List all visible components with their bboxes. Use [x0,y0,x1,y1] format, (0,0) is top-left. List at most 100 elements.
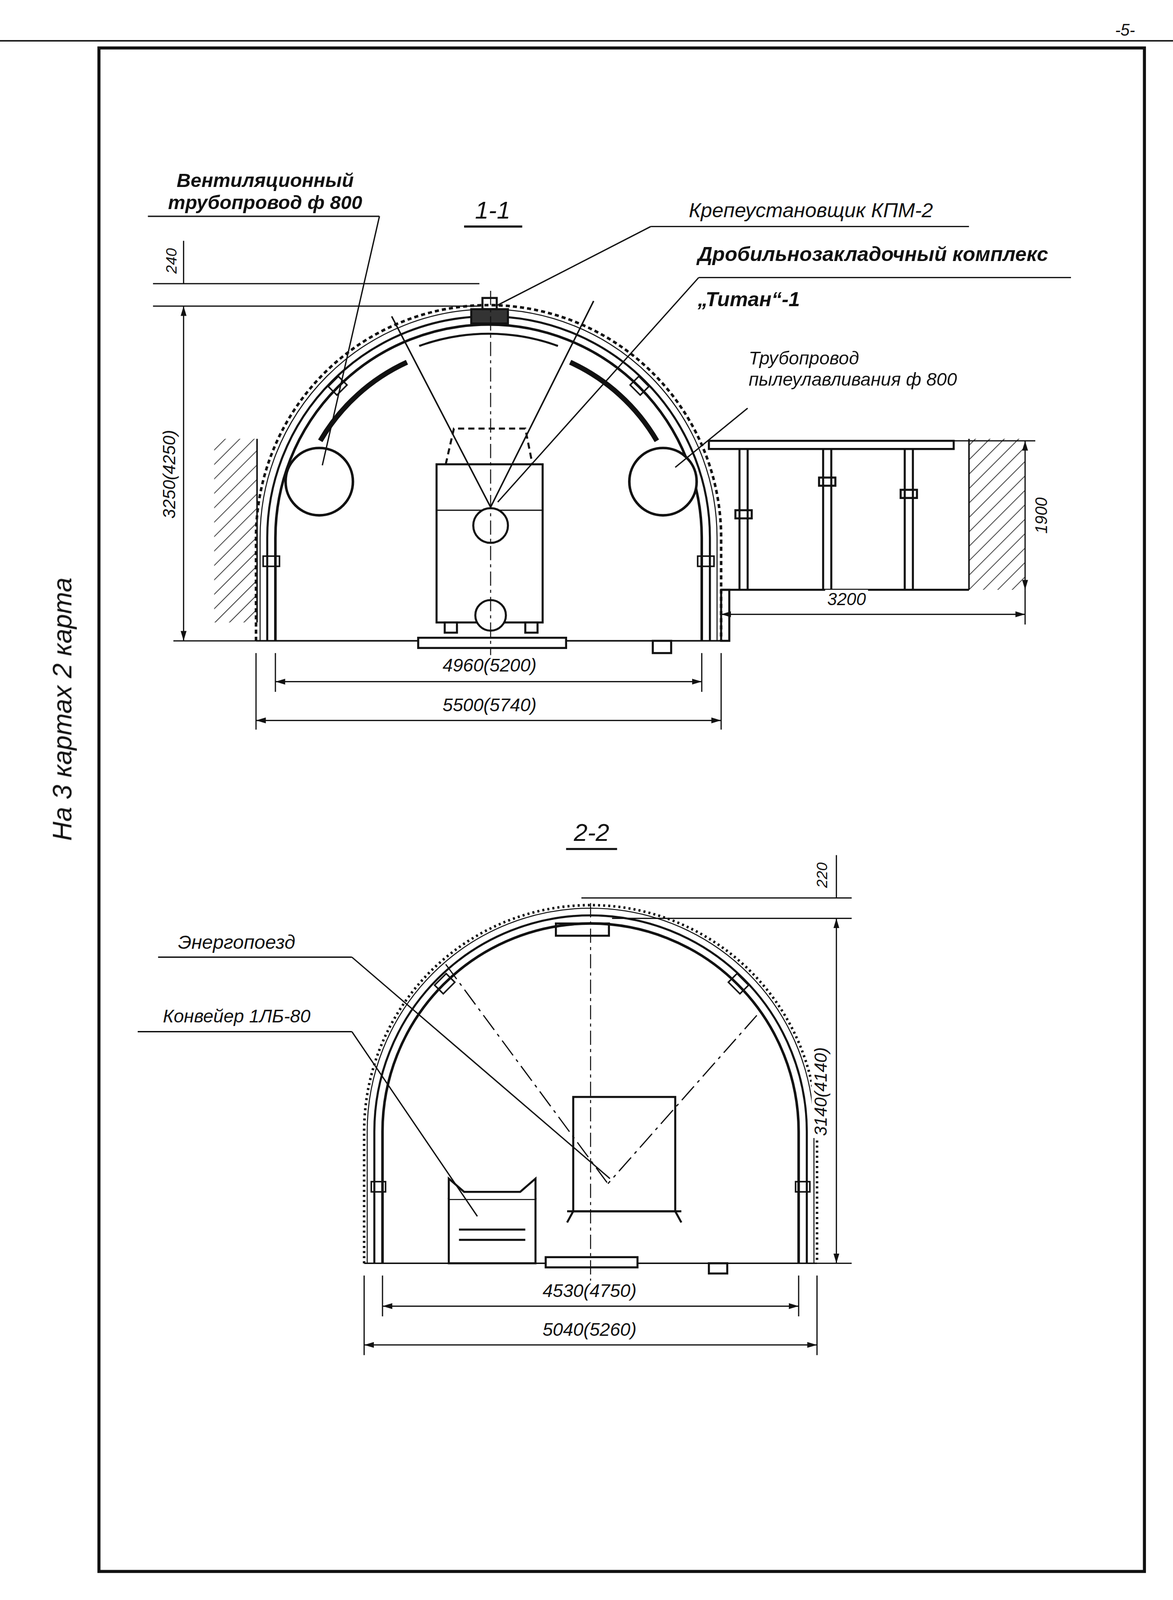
equipment [708,1262,728,1274]
sheet-frame [98,47,1145,1572]
dimension: 220 [813,860,831,891]
dimension-lines [182,240,185,284]
kpm-2-installer [482,297,498,310]
leader-lines [148,215,380,218]
arch-support [263,555,280,567]
dimension: 240 [162,246,181,277]
arch-support [795,1181,810,1192]
arch-support [371,1181,386,1192]
arch-support [328,376,348,396]
platform [903,448,907,590]
dimension-lines [274,652,277,692]
dimension-lines [153,283,480,285]
platform [721,589,730,641]
arch-support [256,305,722,641]
dimension-lines [798,1275,800,1317]
dimension: 4960(5200) [440,654,539,676]
arch-support [418,333,558,346]
equipment [607,1014,757,1184]
leader-lines [497,277,699,503]
leader-lines [322,216,380,466]
arch-support [697,555,714,567]
dimension: 4530(4750) [540,1280,639,1302]
titan-crusher [391,290,671,674]
arch-support [320,362,407,441]
leader-lines [675,408,748,468]
titan-crusher [525,622,538,633]
arch-support [256,305,722,641]
dimension-lines [581,897,852,899]
leader-lines [495,226,651,307]
titan-crusher [418,637,567,648]
titan-crusher [444,622,457,633]
sheet-frame [0,40,1173,1571]
equipment [573,1096,676,1211]
platform [819,477,836,486]
dimension-lines [611,917,852,919]
titan-crusher [489,290,491,674]
dimension-lines [953,440,1036,442]
platform [912,448,915,590]
equipment [567,1210,682,1213]
equipment [545,1256,638,1268]
titan-crusher [391,316,491,508]
leader-lines [158,956,352,958]
dimension-lines [173,640,257,642]
dimension-lines [701,652,703,692]
arch-support [570,362,657,441]
leader-lines [464,225,523,228]
part-label: Энергопоезд [176,931,298,954]
leader-lines [351,957,610,1179]
equipment [590,903,592,1288]
titan-crusher [436,464,543,623]
part-label: Вентиляционный трубопровод ф 800 [144,169,386,215]
section-mark: 1-1 [472,195,513,224]
leader-lines [137,1030,352,1033]
dimension-lines [720,652,722,730]
dimension-lines [363,1275,365,1355]
dimension-lines [255,652,257,730]
equipment [459,1238,526,1241]
leader-lines [137,848,618,1216]
dimension-lines [182,306,185,641]
dimension-lines [363,855,852,1355]
pipes [285,447,354,516]
dimension-lines [381,1275,384,1317]
sheet-note: На 3 картах 2 карта [47,575,79,843]
equipment [445,903,757,1288]
equipment [445,963,608,1184]
platform [708,440,969,641]
leader-lines [566,847,618,851]
leader-lines [698,276,1071,279]
platform [900,489,917,499]
part-label: Конвейер 1ЛБ-80 [160,1005,313,1027]
platform [708,440,954,449]
dimension-lines [153,240,1036,730]
page-number: -5- [1112,21,1137,41]
rock-hatching [214,438,1025,623]
dimension: 3200 [825,590,868,610]
dimension-lines [153,305,480,308]
dimension-lines [1024,440,1026,590]
dimension-lines [256,719,722,722]
part-label: Крепеустановщик КПМ-2 [686,198,936,222]
rock-hatching [214,438,257,623]
kpm-2-installer [471,309,508,324]
dimension-lines [798,1262,852,1264]
equipment [567,1210,574,1223]
rock-hatching [968,438,1025,590]
dimension-lines [363,1344,817,1346]
dimension-lines [1024,589,1026,625]
arch-support [728,973,749,994]
platform [830,448,833,590]
arch-support [434,973,456,994]
dimension-lines [835,918,838,1264]
titan-crusher [652,640,672,653]
sheet-frame [0,40,1173,42]
equipment [448,1198,536,1263]
platform [735,510,752,519]
leader-lines [351,1031,478,1216]
arch-support [630,376,650,396]
